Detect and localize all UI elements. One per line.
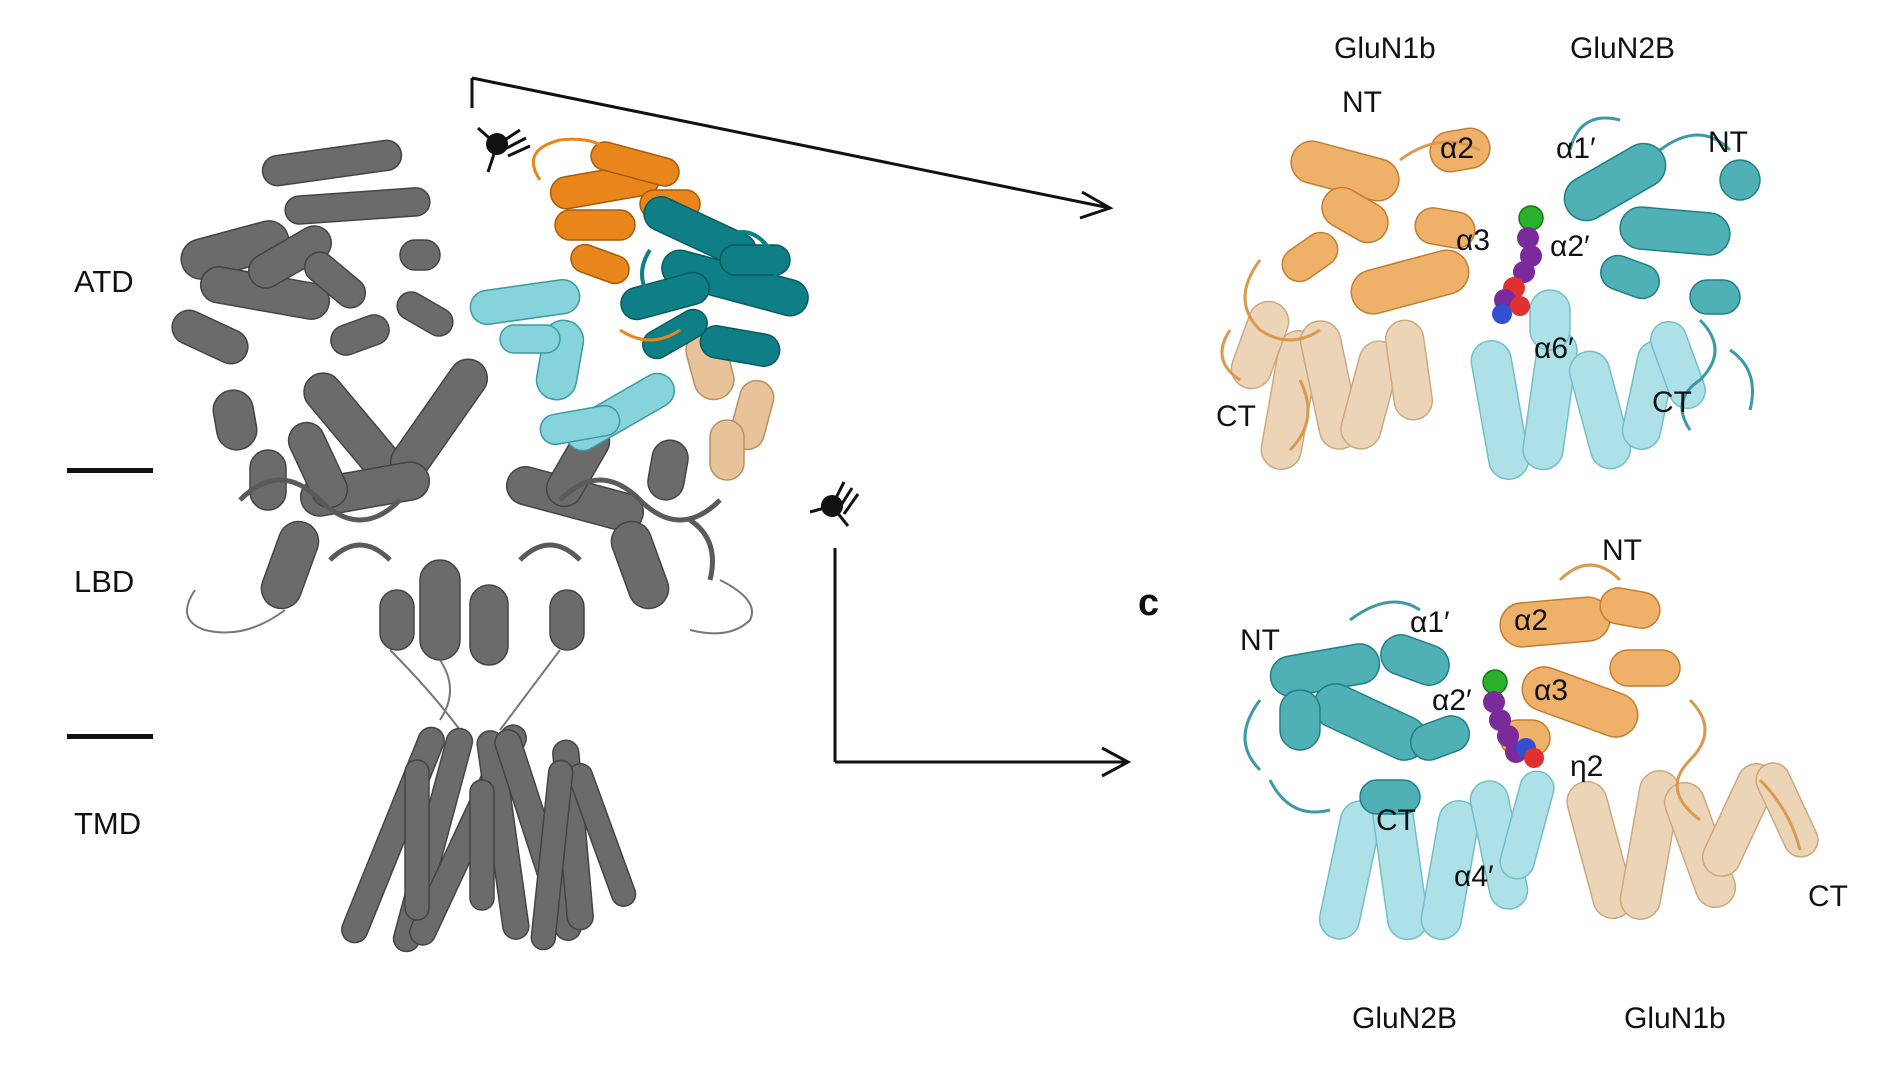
panel-letter: c: [1138, 582, 1160, 624]
ligand: [1492, 205, 1544, 324]
ligand: [1482, 669, 1544, 768]
bottom-eta2: η2: [1570, 750, 1604, 783]
atd-lbd-divider: [67, 468, 153, 473]
bottom-ct-right: CT: [1808, 880, 1848, 913]
lbd-tmd-divider: [67, 734, 153, 739]
top-nt-left: NT: [1342, 86, 1382, 119]
top-ct-left: CT: [1216, 400, 1256, 433]
bottom-nt-left: NT: [1240, 624, 1280, 657]
top-subunit-left: GluN1b: [1334, 32, 1436, 65]
receptor-structure: [171, 137, 809, 953]
top-subunit-right: GluN2B: [1570, 32, 1676, 65]
bottom-atd-view: [1243, 563, 1819, 941]
top-ct-right: CT: [1652, 386, 1692, 419]
bottom-nt-top: NT: [1602, 534, 1642, 567]
top-a2p: α2′: [1550, 230, 1590, 263]
bottom-a3: α3: [1534, 674, 1569, 707]
bottom-subunit-left: GluN2B: [1352, 1002, 1458, 1035]
top-a3: α3: [1456, 224, 1491, 257]
top-a6p: α6′: [1534, 332, 1574, 365]
bottom-a2p: α2′: [1432, 684, 1472, 717]
top-a1p: α1′: [1556, 132, 1596, 165]
eye-icon: [476, 126, 531, 173]
atd-label: ATD: [74, 264, 134, 299]
bottom-a2: α2: [1514, 604, 1549, 637]
bottom-a4p: α4′: [1454, 860, 1494, 893]
bottom-ct-left: CT: [1376, 804, 1416, 837]
tmd-label: TMD: [74, 806, 142, 841]
lbd-label: LBD: [74, 564, 135, 599]
bottom-a1p: α1′: [1410, 606, 1450, 639]
top-a2: α2: [1440, 132, 1475, 165]
view-arrows: [470, 76, 1132, 778]
top-nt-right: NT: [1708, 126, 1748, 159]
eye-icon: [809, 481, 860, 527]
top-atd-view: [1220, 116, 1761, 480]
bottom-subunit-right: GluN1b: [1624, 1002, 1726, 1035]
